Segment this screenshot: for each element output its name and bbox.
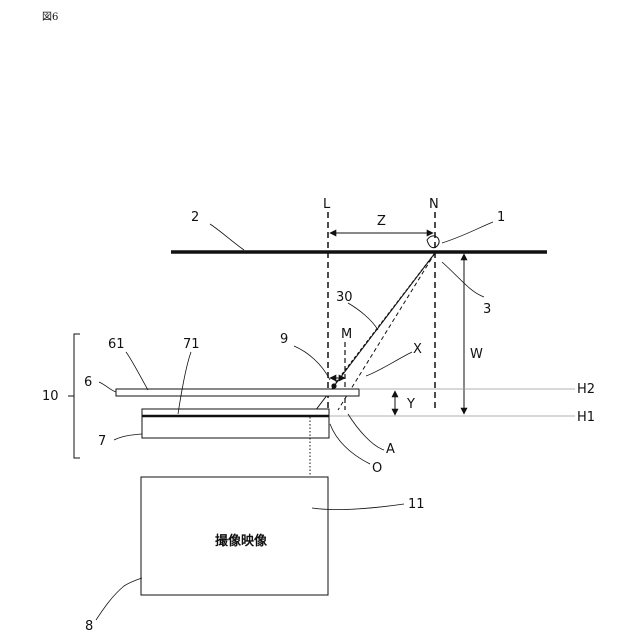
leader-6 [99, 382, 116, 392]
label-A: A [386, 442, 395, 457]
label-M: M [341, 327, 352, 342]
leader-8 [96, 578, 142, 620]
point-1-marker [427, 236, 439, 248]
leader-3 [442, 262, 484, 297]
leader-9 [294, 346, 330, 380]
label-Z: Z [377, 214, 386, 229]
label-H2: H2 [577, 382, 595, 397]
label-N: N [429, 197, 439, 212]
panel-7 [142, 409, 329, 438]
leader-61 [126, 352, 148, 390]
leader-30 [348, 303, 378, 330]
label-30: 30 [336, 290, 353, 305]
label-10: 10 [42, 389, 59, 404]
plate-6 [116, 389, 359, 396]
ray-dashed [338, 253, 435, 410]
label-71: 71 [183, 337, 200, 352]
label-1: 1 [497, 210, 505, 225]
label-61: 61 [108, 337, 125, 352]
label-Y: Y [406, 397, 415, 412]
leader-2 [210, 224, 244, 250]
label-7: 7 [98, 434, 106, 449]
captured-image-label: 撮像映像 [215, 533, 268, 549]
label-O: O [372, 461, 382, 476]
label-6: 6 [84, 375, 92, 390]
label-9: 9 [280, 332, 288, 347]
label-2: 2 [191, 210, 199, 225]
point-9-dot [331, 383, 336, 388]
group-bracket-10 [74, 334, 80, 458]
leader-X [366, 352, 412, 376]
label-H1: H1 [577, 410, 595, 425]
label-W: W [470, 347, 483, 362]
leader-1 [442, 222, 493, 243]
leader-O [330, 424, 370, 464]
label-L: L [323, 197, 331, 212]
label-X: X [413, 342, 422, 357]
label-8: 8 [85, 619, 93, 634]
leader-71 [178, 352, 191, 414]
label-11: 11 [408, 497, 425, 512]
leader-A [348, 414, 384, 450]
label-3: 3 [483, 302, 491, 317]
figure-label: 図6 [42, 11, 58, 23]
leader-7 [114, 434, 142, 440]
